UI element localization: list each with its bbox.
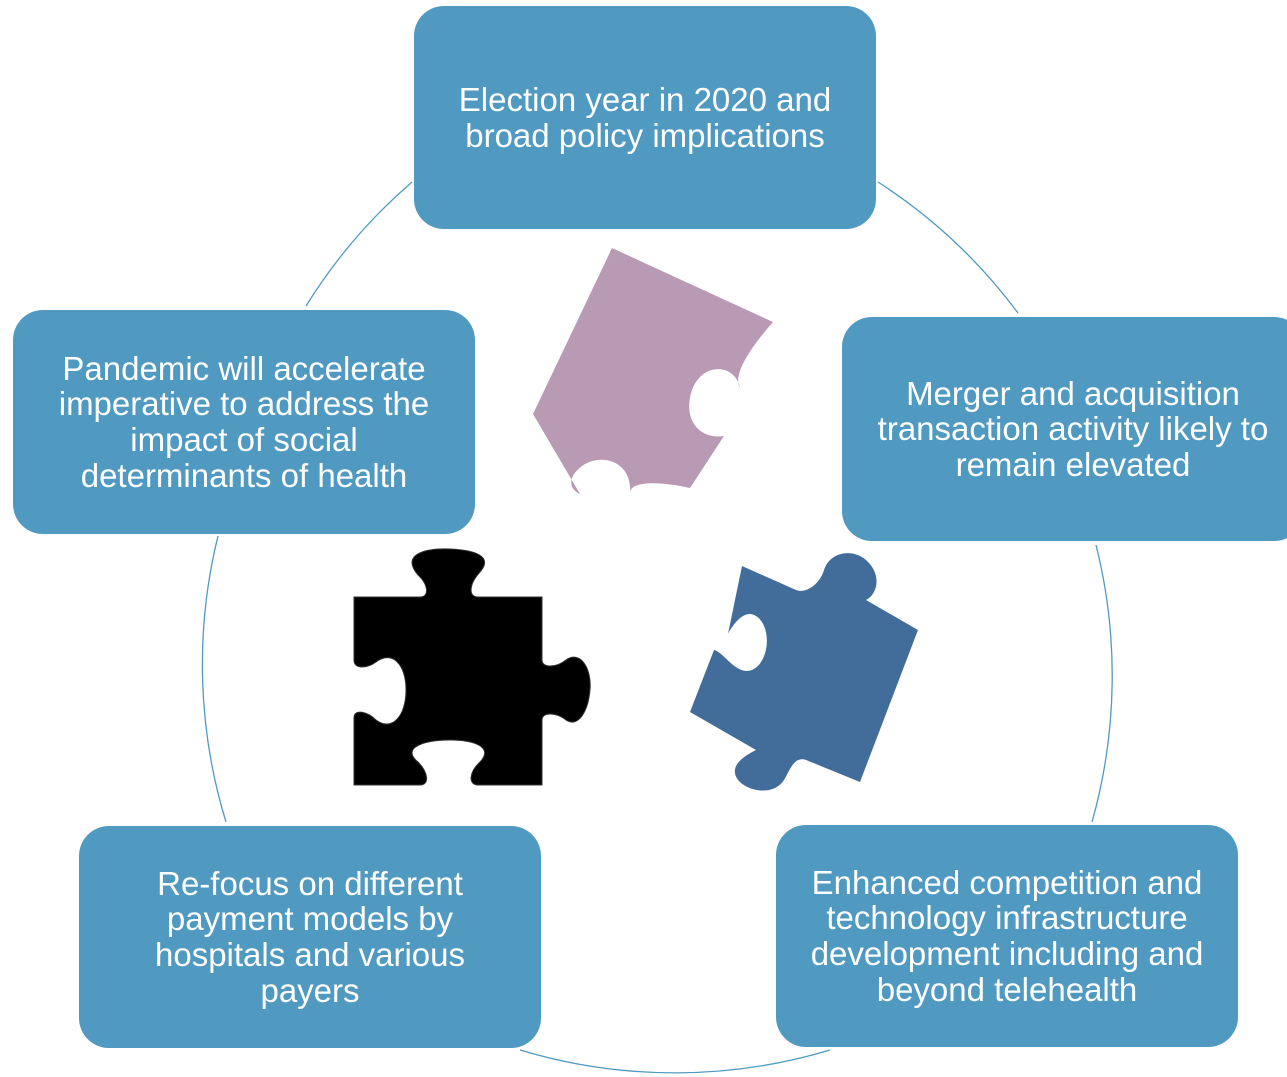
cycle-node-bottom-right: Enhanced competition and technology infr… xyxy=(776,825,1238,1047)
cycle-ring xyxy=(201,181,1113,1074)
ring-arc-bottom xyxy=(519,1049,831,1074)
node-label-bottom-left: Re-focus on different payment models by … xyxy=(154,864,466,1009)
node-label-right: Merger and acquisition transaction activ… xyxy=(877,374,1269,483)
node-label-bottom-right: Enhanced competition and technology infr… xyxy=(810,863,1204,1008)
puzzle-piece-black-icon xyxy=(353,548,591,786)
node-label-left: Pandemic will accelerate imperative to a… xyxy=(58,349,430,494)
cycle-node-bottom-left: Re-focus on different payment models by … xyxy=(79,826,541,1048)
puzzle-piece-blue-icon xyxy=(690,553,918,791)
ring-arc-right-bottom xyxy=(1091,544,1113,823)
puzzle-piece-pink-icon xyxy=(533,248,773,494)
cycle-node-left: Pandemic will accelerate imperative to a… xyxy=(13,310,475,534)
cycle-node-right: Merger and acquisition transaction activ… xyxy=(842,317,1287,541)
ring-arc-left-top xyxy=(305,181,413,307)
ring-arc-top-right xyxy=(877,181,1019,314)
node-label-top: Election year in 2020 and broad policy i… xyxy=(458,80,832,154)
cycle-node-top: Election year in 2020 and broad policy i… xyxy=(414,6,876,229)
ring-arc-left-bottom xyxy=(201,535,227,823)
